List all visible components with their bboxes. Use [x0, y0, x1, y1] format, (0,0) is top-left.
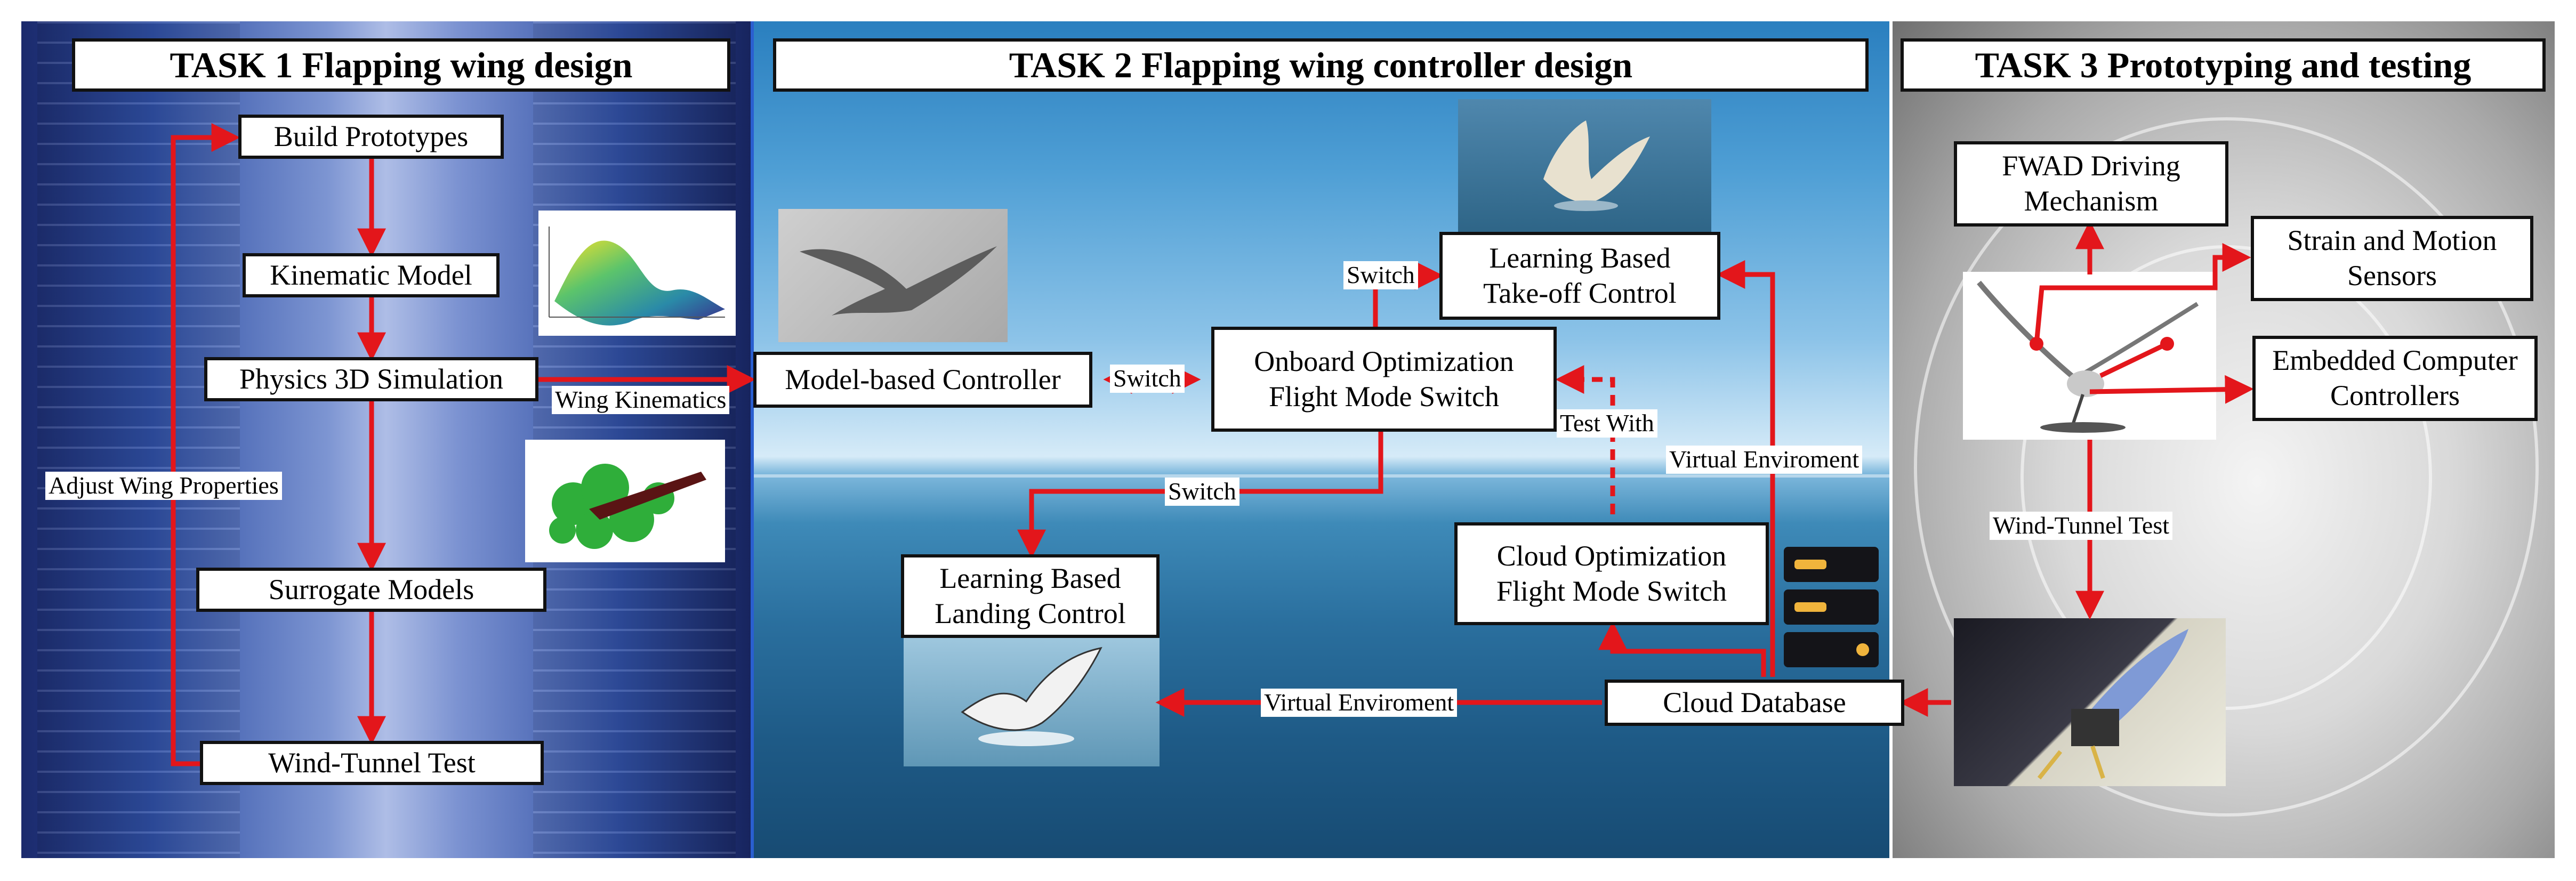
fwad-driving-mechanism-box: FWAD Driving Mechanism	[1954, 141, 2228, 227]
virtual-environment-label-landing: Virtual Enviroment	[1261, 689, 1458, 717]
bird-takeoff-photo	[1458, 99, 1711, 232]
switch-label-model-based: Switch	[1110, 365, 1185, 393]
physics-3d-simulation-box: Physics 3D Simulation	[204, 357, 538, 401]
surface-plot-image	[538, 211, 736, 336]
wind-tunnel-test-label-task3: Wind-Tunnel Test	[1990, 512, 2173, 540]
switch-label-landing: Switch	[1165, 478, 1239, 506]
adjust-wing-properties-label: Adjust Wing Properties	[45, 472, 282, 500]
landing-control-box: Learning Based Landing Control	[901, 554, 1160, 638]
server-rack-left	[37, 21, 240, 858]
build-prototypes-label: Build Prototypes	[273, 120, 469, 152]
robot-bird-prototype-image	[1963, 272, 2216, 440]
onboard-optimization-line2: Flight Mode Switch	[1268, 380, 1500, 413]
sensors-line1: Strain and Motion	[2287, 224, 2497, 257]
wind-tunnel-test-label: Wind-Tunnel Test	[268, 746, 476, 779]
surrogate-models-label: Surrogate Models	[268, 573, 474, 605]
bird-landing-photo	[904, 637, 1160, 766]
cloud-optimization-box: Cloud Optimization Flight Mode Switch	[1454, 522, 1769, 625]
cloud-database-label: Cloud Database	[1663, 686, 1846, 718]
kinematic-model-label: Kinematic Model	[270, 258, 472, 291]
onboard-optimization-line1: Onboard Optimization	[1254, 345, 1514, 377]
switch-label-takeoff: Switch	[1343, 261, 1418, 289]
embedded-computer-controllers-box: Embedded Computer Controllers	[2252, 336, 2538, 421]
onboard-optimization-box: Onboard Optimization Flight Mode Switch	[1211, 327, 1557, 432]
computers-line2: Controllers	[2330, 379, 2460, 411]
task3-title: TASK 3 Prototyping and testing	[1901, 38, 2546, 92]
panel-divider	[751, 21, 754, 858]
takeoff-control-line2: Take-off Control	[1483, 277, 1677, 309]
fwad-line2: Mechanism	[2024, 185, 2159, 217]
wind-tunnel-test-photo	[1954, 618, 2226, 786]
kinematic-model-box: Kinematic Model	[243, 253, 500, 297]
ocean-horizon	[754, 474, 1889, 478]
virtual-environment-label-takeoff: Virtual Enviroment	[1666, 446, 1863, 474]
task2-title: TASK 2 Flapping wing controller design	[773, 38, 1869, 92]
test-with-label: Test With	[1557, 409, 1657, 438]
sensors-line2: Sensors	[2347, 260, 2437, 292]
wing-kinematics-label: Wing Kinematics	[552, 386, 730, 414]
tunnel-ring-outer	[1914, 117, 2539, 817]
cfd-simulation-image	[525, 440, 725, 562]
cloud-optimization-line1: Cloud Optimization	[1496, 539, 1727, 572]
model-based-controller-label: Model-based Controller	[785, 363, 1061, 395]
computers-line1: Embedded Computer	[2272, 344, 2518, 377]
takeoff-control-line1: Learning Based	[1489, 241, 1671, 274]
cloud-optimization-line2: Flight Mode Switch	[1496, 575, 1727, 607]
fwad-line1: FWAD Driving	[2002, 150, 2180, 182]
strain-motion-sensors-box: Strain and Motion Sensors	[2251, 216, 2533, 301]
task1-title: TASK 1 Flapping wing design	[72, 38, 730, 92]
bird-3d-model-image	[778, 209, 1008, 342]
takeoff-control-box: Learning Based Take-off Control	[1439, 232, 1720, 320]
physics-3d-simulation-label: Physics 3D Simulation	[239, 362, 504, 395]
cloud-database-box: Cloud Database	[1605, 680, 1904, 726]
wind-tunnel-test-box: Wind-Tunnel Test	[200, 741, 544, 785]
landing-control-line1: Learning Based	[939, 562, 1121, 594]
surrogate-models-box: Surrogate Models	[196, 568, 546, 612]
build-prototypes-box: Build Prototypes	[238, 115, 504, 159]
landing-control-line2: Landing Control	[935, 597, 1126, 629]
model-based-controller-box: Model-based Controller	[753, 352, 1092, 408]
server-database-icon	[1784, 547, 1879, 667]
